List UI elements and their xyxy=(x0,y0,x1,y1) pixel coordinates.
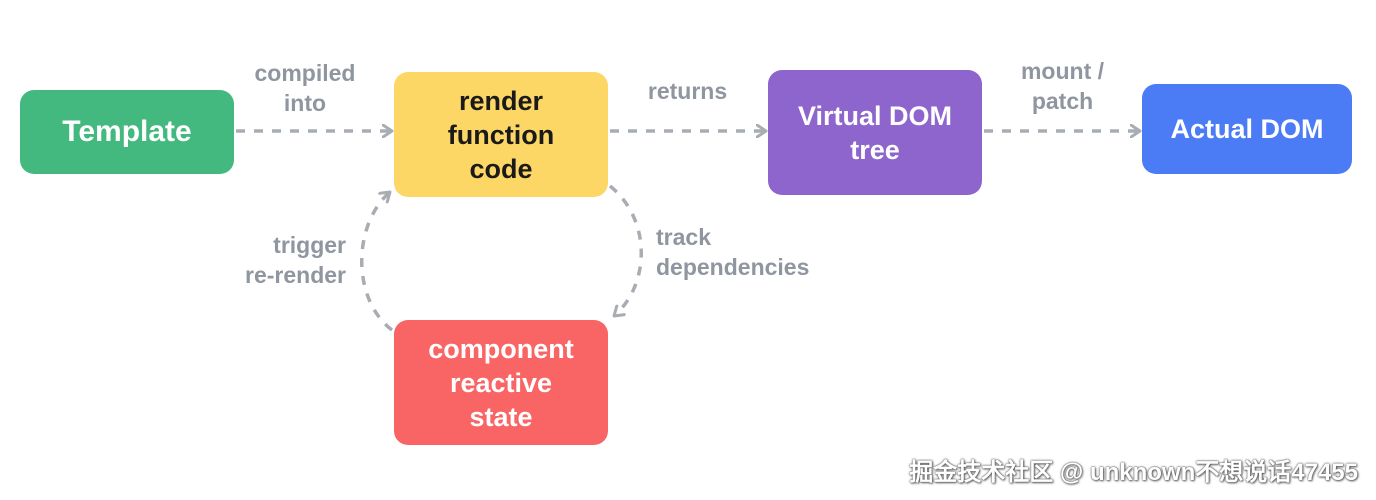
render-function-node-label: render function code xyxy=(447,85,555,184)
render-function-node: render function code xyxy=(394,72,608,197)
actual-dom-node: Actual DOM xyxy=(1142,84,1352,174)
edge-render-to-state xyxy=(608,184,643,316)
virtual-dom-node: Virtual DOM tree xyxy=(768,70,982,195)
watermark-text: 掘金技术社区 @ unknown不想说话47455 xyxy=(909,459,1358,486)
actual-dom-node-label: Actual DOM xyxy=(1170,114,1324,144)
virtual-dom-node-label: Virtual DOM tree xyxy=(797,100,953,165)
edge-label-returns: returns xyxy=(647,78,728,104)
edge-label-track-dependencies: track dependencies xyxy=(656,224,810,280)
edge-state-to-render xyxy=(360,192,394,332)
template-node: Template xyxy=(20,90,234,174)
reactive-state-node: component reactive state xyxy=(394,320,608,445)
template-node-label: Template xyxy=(62,115,192,148)
reactive-state-node-label: component reactive state xyxy=(428,333,574,432)
edge-label-mount-patch: mount / patch xyxy=(1020,58,1105,114)
edge-label-trigger-rerender: trigger re-render xyxy=(245,232,346,288)
edge-label-compiled-into: compiled into xyxy=(254,60,356,116)
